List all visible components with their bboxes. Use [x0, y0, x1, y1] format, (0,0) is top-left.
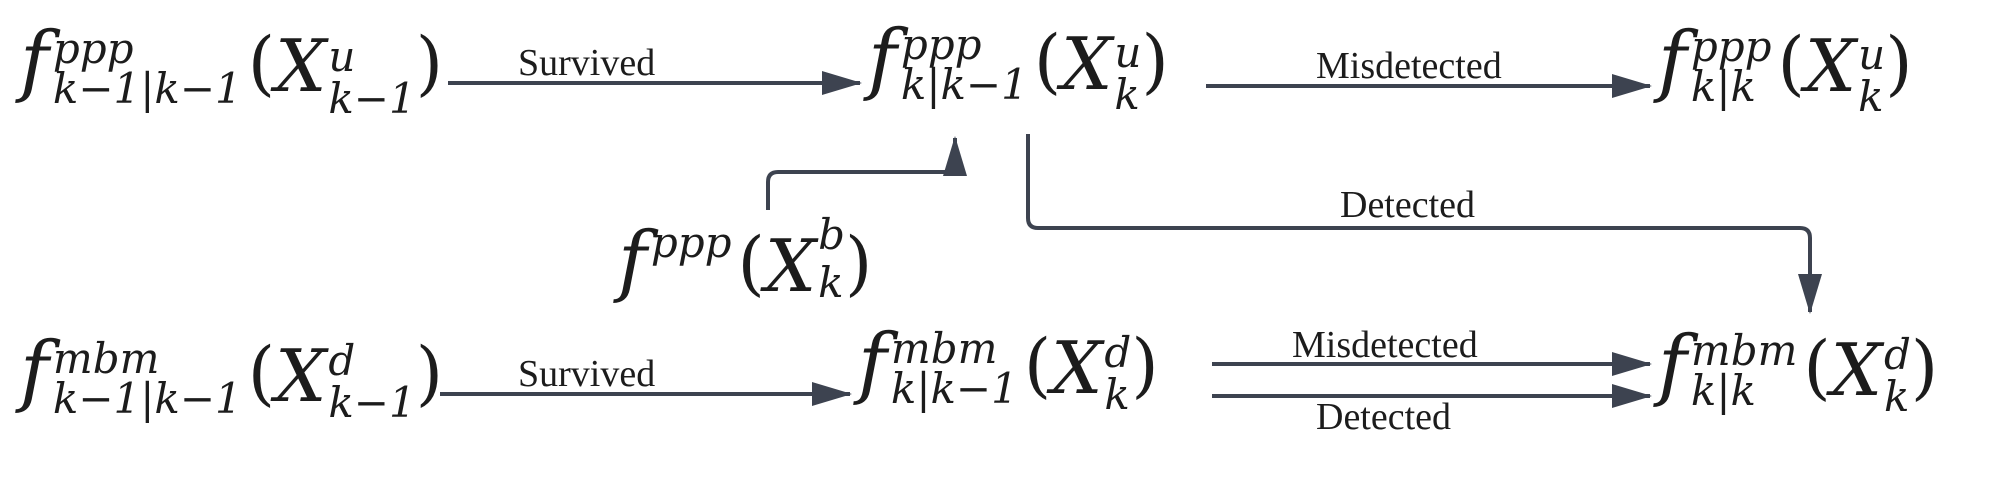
density-scripts: ppp k−1|k−1	[53, 28, 242, 110]
density-subscript: k|k	[1690, 62, 1756, 111]
left-paren: (	[1777, 22, 1805, 104]
node-ppp-pred: f ppp k|k−1 ( X u k )	[868, 20, 1169, 116]
label-mbm-detected: Detected	[1316, 396, 1452, 438]
node-ppp-prev: f ppp k−1|k−1 ( X u k−1 )	[20, 22, 443, 120]
right-paren: )	[1885, 22, 1913, 104]
arrow-ppp-birth	[766, 136, 967, 210]
set-scripts: u k	[1114, 32, 1141, 116]
density-superscript: mbm	[890, 324, 998, 373]
set-scripts: u k−1	[328, 36, 415, 120]
set-superscript: d	[1884, 330, 1911, 379]
right-paren: )	[1910, 326, 1939, 408]
set-superscript: d	[1104, 328, 1132, 377]
label-mbm-misdetected: Misdetected	[1292, 324, 1478, 366]
density-symbol: f	[858, 318, 887, 408]
label-ppp-detected: Detected	[1340, 184, 1476, 226]
set-symbol: X	[764, 224, 817, 308]
density-superscript: ppp	[900, 20, 982, 69]
set-subscript: k−1	[328, 74, 416, 123]
density-symbol: f	[20, 16, 49, 106]
set-superscript: d	[328, 336, 356, 385]
density-scripts: mbm k|k−1	[891, 328, 1018, 410]
set-subscript: k	[1884, 372, 1910, 421]
set-subscript: k	[1104, 370, 1130, 419]
set-subscript: k	[1858, 72, 1884, 121]
density-scripts: mbm k−1|k−1	[53, 338, 242, 420]
set-scripts: u k	[1858, 34, 1885, 118]
right-paren: )	[1141, 20, 1169, 102]
density-subscript: k|k−1	[900, 60, 1028, 109]
density-superscript: ppp	[650, 218, 732, 267]
density-symbol: f	[1658, 320, 1687, 410]
set-symbol: X	[1051, 326, 1103, 410]
set-symbol: X	[275, 334, 327, 418]
arrow-ppp-detected	[1026, 134, 1822, 314]
label-mbm-survived: Survived	[518, 353, 656, 395]
right-paren: )	[415, 22, 444, 104]
density-superscript: mbm	[1690, 326, 1798, 375]
set-superscript: u	[1858, 30, 1886, 79]
left-paren: (	[737, 222, 765, 304]
set-symbol: X	[275, 24, 327, 108]
density-superscript: mbm	[52, 334, 160, 383]
density-symbol: f	[868, 14, 897, 104]
density-symbol: f	[1658, 16, 1687, 106]
density-symbol: f	[618, 216, 647, 306]
density-subscript: k−1|k−1	[52, 374, 242, 423]
density-symbol: f	[20, 326, 49, 416]
left-paren: (	[1033, 20, 1062, 102]
set-scripts: d k−1	[328, 340, 415, 424]
node-ppp-birth: f ppp ( X b k )	[618, 204, 872, 304]
set-symbol: X	[1061, 22, 1113, 106]
set-subscript: k	[818, 258, 844, 307]
density-scripts: ppp	[651, 222, 732, 264]
density-subscript: k|k	[1690, 366, 1756, 415]
left-paren: (	[1803, 326, 1831, 408]
left-paren: (	[1023, 324, 1052, 406]
density-superscript: ppp	[1690, 22, 1772, 71]
set-superscript: b	[818, 210, 846, 259]
node-ppp-upd: f ppp k|k ( X u k )	[1658, 22, 1913, 118]
right-paren: )	[1131, 324, 1159, 406]
left-paren: (	[247, 22, 276, 104]
label-ppp-survived: Survived	[518, 42, 656, 84]
density-subscript: k−1|k−1	[52, 64, 242, 113]
set-scripts: d k	[1104, 332, 1131, 416]
density-superscript: ppp	[52, 24, 134, 73]
set-superscript: u	[328, 32, 356, 81]
node-mbm-upd: f mbm k|k ( X d k )	[1658, 326, 1938, 418]
set-subscript: k	[1114, 70, 1140, 119]
node-mbm-prev: f mbm k−1|k−1 ( X d k−1 )	[20, 332, 443, 424]
set-scripts: d k	[1884, 334, 1911, 418]
set-symbol: X	[1830, 328, 1882, 412]
right-paren: )	[415, 332, 444, 414]
left-paren: (	[247, 332, 276, 414]
density-scripts: ppp k|k	[1691, 26, 1772, 108]
set-symbol: X	[1804, 24, 1857, 108]
density-subscript: k|k−1	[890, 364, 1018, 413]
set-superscript: u	[1114, 28, 1142, 77]
right-paren: )	[845, 222, 873, 304]
set-scripts: b k	[818, 214, 845, 304]
label-ppp-misdetected: Misdetected	[1316, 45, 1502, 87]
density-scripts: mbm k|k	[1691, 330, 1798, 412]
node-mbm-pred: f mbm k|k−1 ( X d k )	[858, 324, 1159, 416]
set-subscript: k−1	[328, 378, 416, 427]
density-scripts: ppp k|k−1	[901, 24, 1028, 106]
